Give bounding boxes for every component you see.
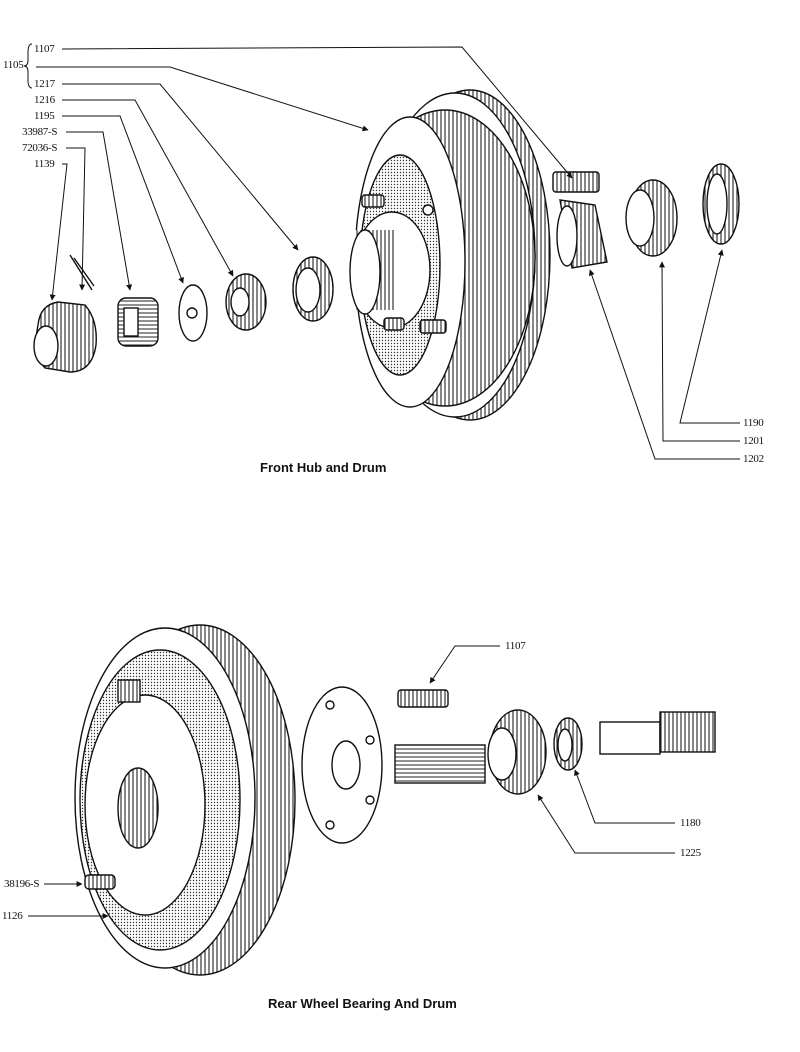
- callout-1105: 1105: [3, 59, 24, 71]
- rear-drum-illustration: [74, 624, 296, 976]
- callout-1139: 1139: [34, 158, 55, 170]
- callout-1201: 1201: [743, 435, 764, 447]
- callout-33987-s: 33987-S: [22, 126, 58, 138]
- front-leader-lines: [23, 43, 740, 460]
- front-caption: Front Hub and Drum: [260, 460, 387, 475]
- rear-axle-illustration: [301, 686, 716, 844]
- callout-1180: 1180: [680, 817, 701, 829]
- rear-leader-lines: [28, 645, 675, 919]
- callout-1202: 1202: [743, 453, 764, 465]
- front-hub-drum-illustration: [33, 89, 740, 421]
- callout-1107-front: 1107: [34, 43, 55, 55]
- rear-caption: Rear Wheel Bearing And Drum: [268, 996, 457, 1011]
- callout-1195: 1195: [34, 110, 55, 122]
- callout-1216: 1216: [34, 94, 55, 106]
- callout-1217: 1217: [34, 78, 55, 90]
- callout-1225: 1225: [680, 847, 701, 859]
- callout-1190: 1190: [743, 417, 764, 429]
- callout-1107-rear: 1107: [505, 640, 526, 652]
- callout-1126: 1126: [2, 910, 23, 922]
- callout-72036-s: 72036-S: [22, 142, 58, 154]
- callout-38196-s: 38196-S: [4, 878, 40, 890]
